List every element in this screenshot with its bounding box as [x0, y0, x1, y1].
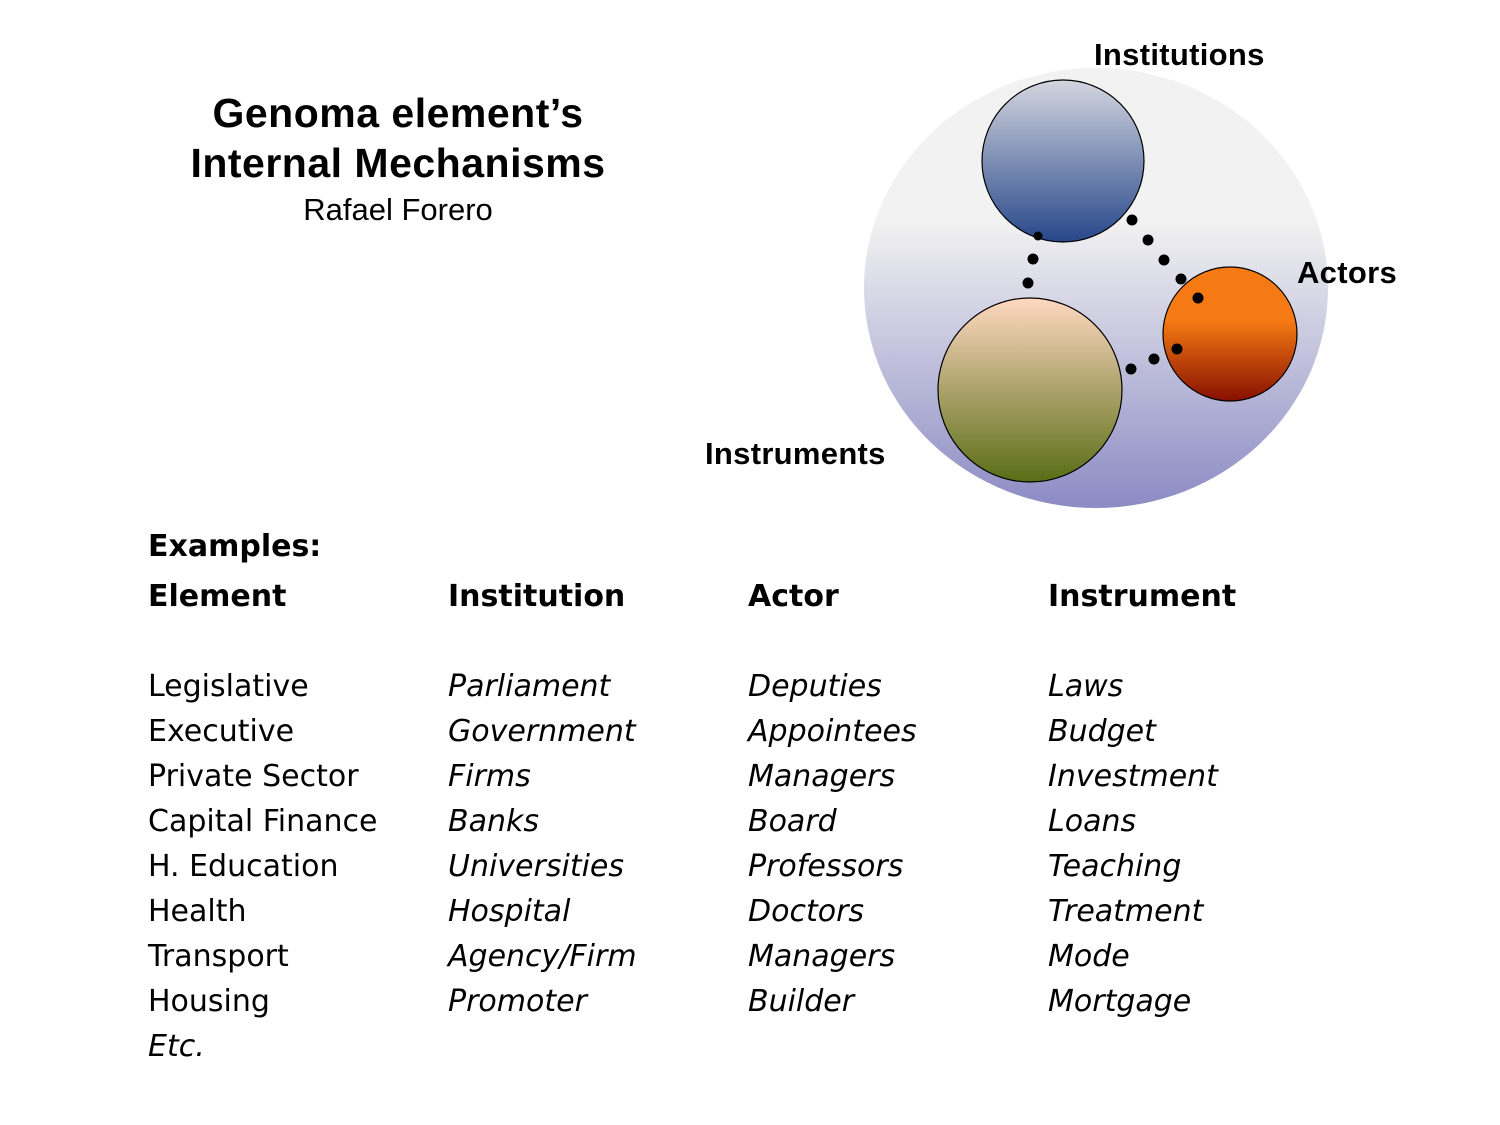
institution-rows: Parliament Government Firms Banks Univer…: [448, 664, 637, 1024]
instrument-column: Instrument Laws Budget Investment Loans …: [1048, 574, 1236, 1024]
actor-cell: Managers: [748, 939, 896, 974]
instrument-cell: Treatment: [1048, 894, 1204, 929]
actor-column-header: Actor: [748, 579, 839, 614]
institution-cell: Government: [448, 714, 636, 749]
instrument-cell: Laws: [1048, 669, 1124, 704]
element-cell: Legislative: [148, 669, 309, 704]
instrument-cell: Mode: [1048, 939, 1130, 974]
actors-circle: [1162, 266, 1298, 402]
institution-cell: Promoter: [448, 984, 587, 1019]
actor-column: Actor Deputies Appointees Managers Board…: [748, 574, 917, 1024]
institutions-circle: [981, 79, 1145, 243]
institutions-label: Institutions: [1094, 37, 1265, 72]
element-cell: Transport: [148, 939, 289, 974]
institution-column: Institution Parliament Government Firms …: [448, 574, 637, 1024]
instrument-cell: Budget: [1048, 714, 1156, 749]
institution-cell: Universities: [448, 849, 625, 884]
instrument-cell: Mortgage: [1048, 984, 1192, 1019]
institutions-instruments-connector: [1022, 231, 1043, 289]
actor-cell: Doctors: [748, 894, 865, 929]
instrument-rows: Laws Budget Investment Loans Teaching Tr…: [1048, 664, 1236, 1024]
title-line-1: Genoma element’s: [212, 90, 584, 136]
actor-cell: Managers: [748, 759, 896, 794]
examples-heading: Examples:: [148, 529, 322, 564]
institution-cell: Banks: [448, 804, 539, 839]
instrument-cell: Teaching: [1048, 849, 1182, 884]
actor-cell: Builder: [748, 984, 855, 1019]
instruments-label: Instruments: [705, 436, 886, 471]
institution-cell: Parliament: [448, 669, 611, 704]
actor-cell: Appointees: [748, 714, 917, 749]
element-column: Element Legislative Executive Private Se…: [148, 574, 378, 1069]
instrument-cell: Investment: [1048, 759, 1218, 794]
actor-cell: Deputies: [748, 669, 882, 704]
actor-cell: Professors: [748, 849, 904, 884]
institutions-actors-connector: [1126, 214, 1204, 304]
element-column-header: Element: [148, 579, 287, 614]
element-cell: Health: [148, 894, 247, 929]
institution-cell: Agency/Firm: [448, 939, 637, 974]
institution-column-header: Institution: [448, 579, 626, 614]
institution-cell: Firms: [448, 759, 531, 794]
institution-cell: Hospital: [448, 894, 571, 929]
author-name: Rafael Forero: [303, 192, 493, 227]
actors-label: Actors: [1297, 255, 1397, 290]
element-cell: Executive: [148, 714, 295, 749]
actor-rows: Deputies Appointees Managers Board Profe…: [748, 664, 917, 1024]
element-cell: Private Sector: [148, 759, 359, 794]
element-cell: Capital Finance: [148, 804, 378, 839]
instruments-circle: [937, 297, 1123, 483]
instrument-column-header: Instrument: [1048, 579, 1237, 614]
title-block: Genoma element’s Internal Mechanisms Raf…: [150, 88, 646, 232]
element-rows: Legislative Executive Private Sector Cap…: [148, 664, 378, 1069]
element-cell: Housing: [148, 984, 270, 1019]
title-line-2: Internal Mechanisms: [190, 140, 606, 186]
element-cell: H. Education: [148, 849, 339, 884]
etc-cell: Etc.: [148, 1029, 205, 1064]
instruments-actors-connector: [1125, 343, 1183, 375]
instrument-cell: Loans: [1048, 804, 1137, 839]
actor-cell: Board: [748, 804, 837, 839]
